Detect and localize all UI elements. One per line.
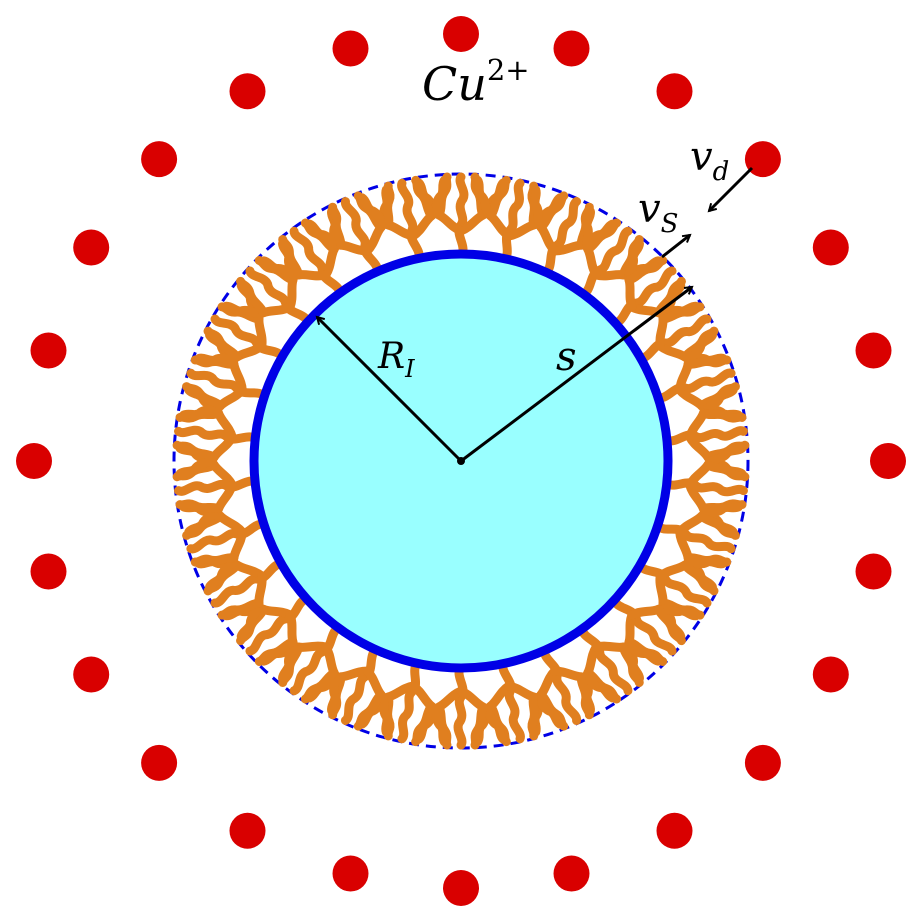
copper-ions-ring [16,16,906,906]
copper-ion [30,332,67,369]
ion-label: Cu2+ [422,53,530,111]
polymer-brush [357,175,449,266]
copper-ion [332,855,369,892]
copper-ion [16,443,52,479]
copper-ion [553,30,590,67]
copper-ion [744,744,781,781]
copper-ion [812,656,849,693]
copper-ion [744,141,781,178]
velocity-d-label: vd [690,134,729,187]
polymer-brush [530,185,617,280]
shell-radius-arrow [460,287,692,463]
inner-radius-label: RI [377,336,415,383]
copper-ion [870,443,906,479]
copper-ion [656,73,693,110]
copper-ion [656,812,693,849]
velocity-s-arrow [661,235,690,259]
copper-ion [73,229,110,266]
copper-ion [229,73,266,110]
copper-ion [812,229,849,266]
velocity-s-label: vS [638,186,678,239]
copper-ion [141,141,178,178]
copper-ion [30,553,67,590]
copper-ion [855,332,892,369]
velocity-d-arrow [709,166,754,211]
copper-ion [443,16,479,52]
polymer-brush-layer [172,172,750,750]
copper-ion [332,30,369,67]
copper-ion [229,812,266,849]
copper-ion [443,870,479,906]
copper-ion [141,744,178,781]
copper-ion [855,553,892,590]
inner-radius-arrow [317,317,463,463]
copper-ion [553,855,590,892]
copper-ion [73,656,110,693]
shell-radius-label: s [556,334,577,380]
